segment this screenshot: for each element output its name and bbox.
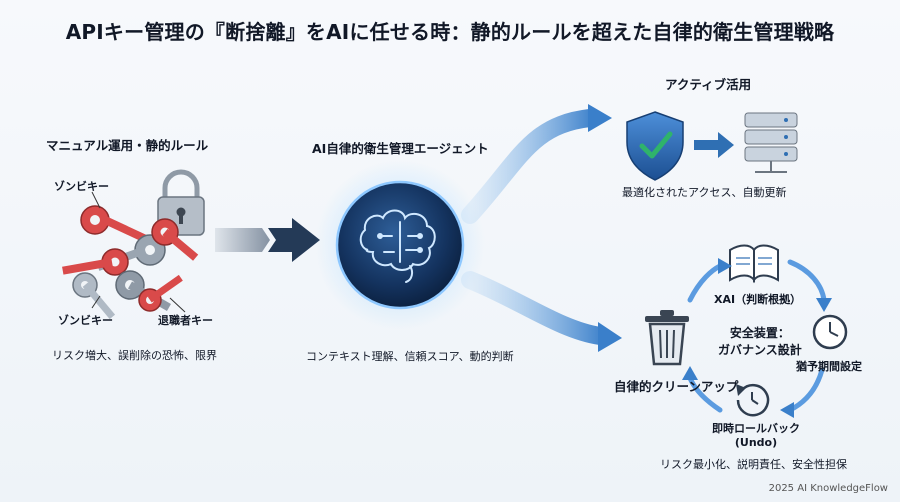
safety-label-line1: 安全装置： xyxy=(729,326,790,340)
key-icon xyxy=(72,272,116,320)
bottom-right-caption: リスク最小化、説明責任、安全性担保 xyxy=(660,458,847,471)
safety-label: 安全装置： ガバナンス設計 xyxy=(718,324,802,358)
key-icon xyxy=(80,205,153,245)
rollback-label-line2: (Undo) xyxy=(734,436,778,449)
key-icon xyxy=(138,274,183,312)
top-right-caption: 最適化されたアクセス、自動更新 xyxy=(622,186,787,199)
page-title: APIキー管理の『断捨離』をAIに任せる時：静的ルールを超えた自律的衛生管理戦略 xyxy=(65,20,835,44)
brain-icon xyxy=(359,209,436,283)
center-caption: コンテキスト理解、信頼スコア、動的判断 xyxy=(306,350,514,363)
arrow-right-icon xyxy=(215,218,320,262)
footer-credit: 2025 AI KnowledgeFlow xyxy=(768,483,888,494)
arrow-right-icon xyxy=(694,132,734,158)
server-icon xyxy=(744,112,798,173)
book-icon xyxy=(729,244,779,284)
undo-clock-icon xyxy=(736,383,770,417)
xai-label: XAI（判断根拠） xyxy=(714,293,802,306)
rollback-label: 即時ロールバック (Undo) xyxy=(712,420,800,449)
key-icon xyxy=(62,248,129,276)
left-caption: リスク増大、誤削除の恐怖、限界 xyxy=(52,349,217,362)
cleanup-label: 自律的クリーンアップ xyxy=(614,379,739,394)
top-right-heading: アクティブ活用 xyxy=(665,77,752,92)
zombie-key-label: ゾンビキー xyxy=(58,314,113,327)
left-heading: マニュアル運用・静的ルール xyxy=(46,138,209,153)
zombie-key-label: ゾンビキー xyxy=(54,180,109,193)
clock-icon xyxy=(812,314,848,350)
grace-period-label: 猶予期間設定 xyxy=(796,360,862,373)
ai-agent-orb xyxy=(315,160,485,330)
flow-arrow-up xyxy=(461,104,612,224)
safety-label-line2: ガバナンス設計 xyxy=(718,343,802,357)
trash-icon xyxy=(645,310,689,366)
shield-check-icon xyxy=(626,111,684,181)
flow-arrow-down xyxy=(461,271,622,352)
center-heading: AI自律的衛生管理エージェント xyxy=(312,141,489,156)
key-pile xyxy=(62,169,205,320)
key-icon xyxy=(151,218,199,261)
cycle-arrowheads xyxy=(682,258,832,418)
retired-key-label: 退職者キー xyxy=(158,314,213,327)
rollback-label-line1: 即時ロールバック xyxy=(712,422,800,435)
